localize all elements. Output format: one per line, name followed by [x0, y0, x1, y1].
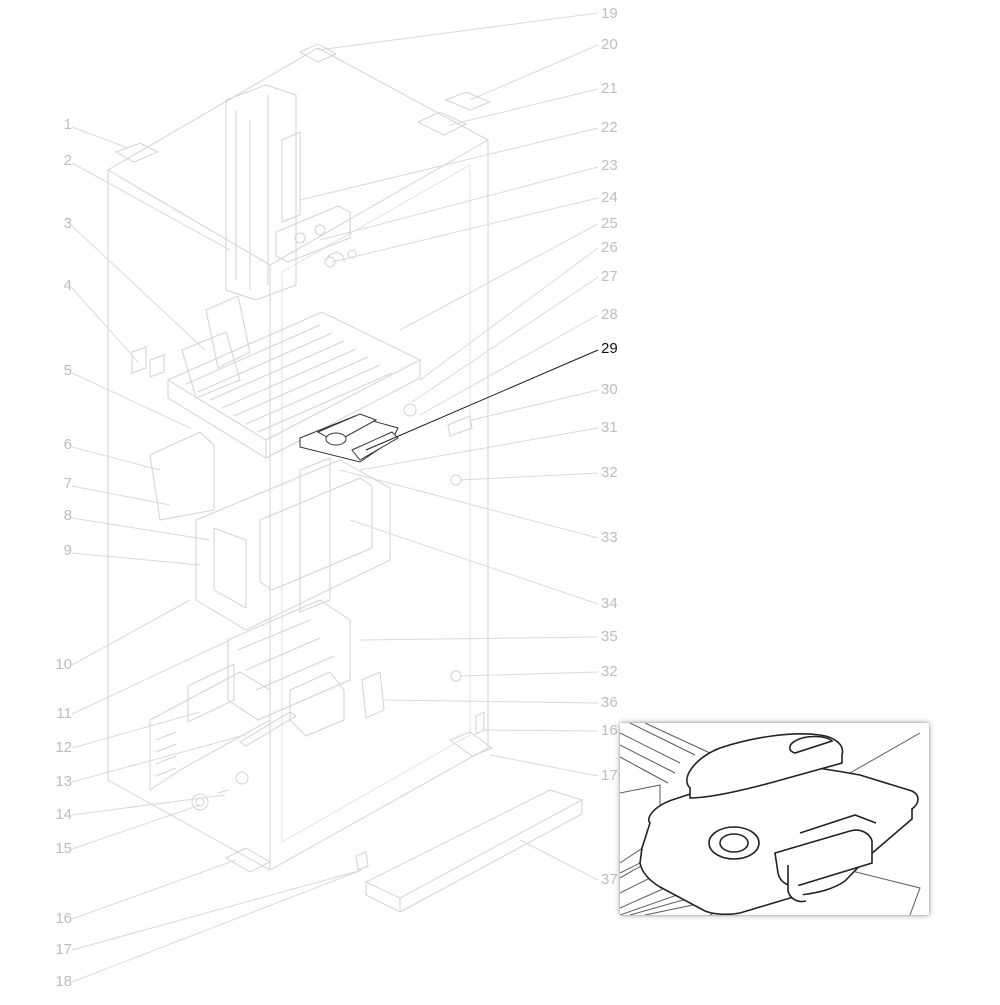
leader-line — [519, 839, 599, 881]
callout-26: 26 — [601, 239, 618, 256]
callout-31: 31 — [601, 419, 618, 436]
leader-line — [359, 636, 599, 641]
leader-line — [71, 162, 231, 251]
leader-line — [419, 247, 599, 381]
leader-line — [459, 671, 599, 677]
leader-line — [71, 225, 206, 351]
leader-line — [349, 519, 599, 605]
callout-20: 20 — [601, 36, 618, 53]
callout-7: 7 — [63, 475, 72, 492]
leader-line — [383, 699, 599, 704]
leader-line — [71, 446, 161, 471]
leader-line — [71, 859, 237, 920]
leader-line — [459, 472, 599, 481]
callout-17b: 17 — [601, 767, 618, 784]
leader-line — [471, 389, 599, 421]
leader-line — [319, 166, 599, 241]
callout-27: 27 — [601, 268, 618, 285]
leader-line — [71, 804, 201, 850]
callout-36: 36 — [601, 694, 618, 711]
leader-line — [71, 869, 363, 951]
callout-18: 18 — [55, 973, 72, 990]
callout-37: 37 — [601, 871, 618, 888]
callout-29-highlighted: 29 — [601, 340, 618, 357]
leader-line — [317, 12, 599, 51]
leader-line — [399, 223, 599, 331]
callout-33: 33 — [601, 529, 618, 546]
callout-32b: 32 — [601, 663, 618, 680]
callout-14: 14 — [55, 806, 72, 823]
leader-line — [71, 639, 231, 715]
callout-9: 9 — [63, 542, 72, 559]
leader-29 — [365, 349, 599, 451]
callout-10: 10 — [55, 656, 72, 673]
callout-13: 13 — [55, 773, 72, 790]
callout-21: 21 — [601, 80, 618, 97]
callout-12: 12 — [55, 739, 72, 756]
part-29-zoom — [620, 723, 921, 915]
callout-24: 24 — [601, 189, 618, 206]
callout-11: 11 — [56, 705, 72, 722]
callout-5: 5 — [63, 362, 72, 379]
callout-17: 17 — [55, 941, 72, 958]
leader-line — [481, 729, 599, 732]
leader-line — [71, 485, 171, 506]
leader-line — [71, 126, 129, 149]
leader-line — [469, 44, 599, 101]
leader-line — [71, 517, 211, 541]
callout-19: 19 — [601, 5, 618, 22]
leader-line — [71, 599, 191, 666]
callout-25: 25 — [601, 215, 618, 232]
callout-15: 15 — [55, 840, 72, 857]
callout-22: 22 — [601, 119, 618, 136]
leader-line — [419, 314, 599, 416]
leader-line — [71, 372, 191, 429]
leader-line — [71, 869, 363, 983]
leader-line — [71, 711, 201, 749]
callout-34: 34 — [601, 595, 618, 612]
callout-6: 6 — [63, 436, 72, 453]
callout-28: 28 — [601, 306, 618, 323]
leader-line — [71, 734, 246, 783]
callout-16b: 16 — [601, 722, 618, 739]
callout-16: 16 — [55, 910, 72, 927]
callout-2: 2 — [63, 152, 72, 169]
callout-8: 8 — [63, 507, 72, 524]
callout-4: 4 — [63, 277, 72, 294]
callout-30: 30 — [601, 381, 618, 398]
callout-1: 1 — [63, 116, 72, 133]
callout-3: 3 — [63, 215, 72, 232]
callout-32: 32 — [601, 464, 618, 481]
leader-line — [71, 287, 139, 363]
leader-line — [449, 88, 599, 126]
leader-line — [71, 552, 201, 566]
callout-23: 23 — [601, 157, 618, 174]
detail-inset-part-29 — [620, 723, 929, 915]
leader-line — [339, 469, 599, 539]
leader-line — [331, 197, 599, 263]
leader-line — [359, 427, 599, 471]
leader-line — [411, 276, 599, 403]
leader-line — [299, 127, 599, 201]
callout-35: 35 — [601, 628, 618, 645]
leader-line — [489, 754, 599, 777]
leader-line — [71, 794, 226, 816]
